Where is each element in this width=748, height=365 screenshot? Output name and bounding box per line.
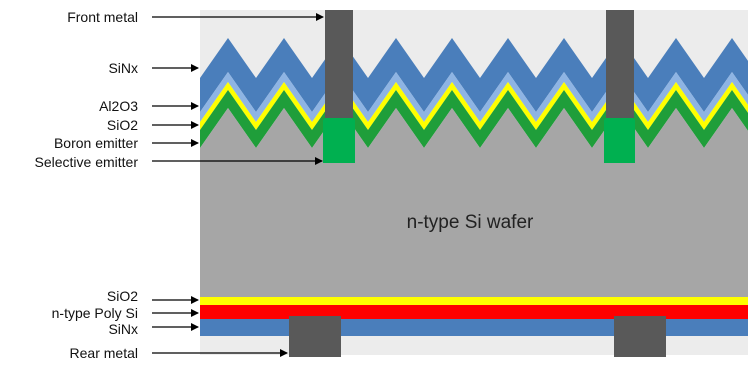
selective-emitter-label: Selective emitter bbox=[35, 154, 139, 170]
sio2-rear-layer bbox=[200, 297, 748, 305]
rear-metal-label: Rear metal bbox=[70, 345, 138, 361]
selective-emitter-left bbox=[323, 105, 355, 163]
sio2-rear-label: SiO2 bbox=[107, 288, 138, 304]
front-metal-finger-left bbox=[325, 10, 353, 118]
poly-si-layer bbox=[200, 305, 748, 319]
sio2-front-label: SiO2 bbox=[107, 117, 138, 133]
front-metal-label: Front metal bbox=[67, 9, 138, 25]
front-metal-finger-right bbox=[606, 10, 634, 118]
sinx-front-label: SiNx bbox=[108, 60, 138, 76]
rear-metal-contact-left bbox=[289, 316, 341, 357]
rear-metal-contact-right bbox=[614, 316, 666, 357]
poly-si-label: n-type Poly Si bbox=[52, 305, 138, 321]
al2o3-label: Al2O3 bbox=[99, 98, 138, 114]
wafer-label: n-type Si wafer bbox=[407, 212, 534, 233]
sinx-rear-label: SiNx bbox=[108, 321, 138, 337]
selective-emitter-right bbox=[604, 105, 635, 163]
boron-emitter-label: Boron emitter bbox=[54, 135, 138, 151]
